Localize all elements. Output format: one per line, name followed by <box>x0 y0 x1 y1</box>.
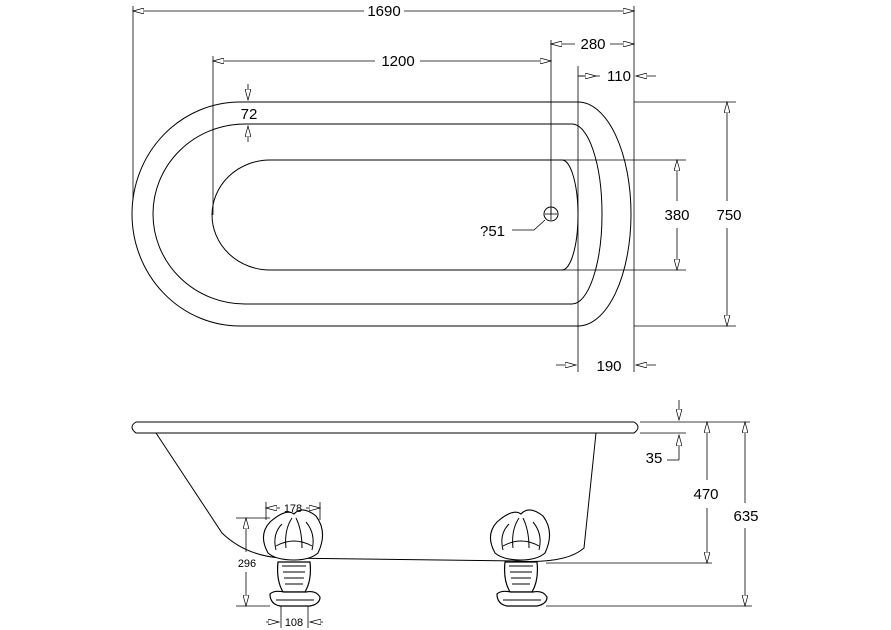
svg-text:1690: 1690 <box>367 3 400 20</box>
waste-diameter-label: ?51 <box>480 223 505 240</box>
svg-text:190: 190 <box>596 358 621 375</box>
dimension-overall-height: 635 <box>733 422 759 606</box>
dimension-foot-height: 296 <box>238 518 256 606</box>
svg-text:470: 470 <box>693 486 718 503</box>
dimension-rim-width: 72 <box>241 84 258 142</box>
side-body <box>155 432 597 562</box>
waste-symbol <box>512 40 559 231</box>
svg-text:296: 296 <box>238 558 256 570</box>
side-view: 35 470 635 178 296 108 <box>131 400 759 629</box>
svg-text:72: 72 <box>241 106 258 123</box>
svg-text:380: 380 <box>664 207 689 224</box>
svg-text:750: 750 <box>716 207 741 224</box>
dimension-rim-end: 110 <box>578 68 656 85</box>
bath-bottom-outline <box>211 159 579 271</box>
svg-text:35: 35 <box>646 450 663 467</box>
inner-rim-outline <box>152 123 603 305</box>
dimension-foot-base: 108 <box>266 617 323 629</box>
svg-text:110: 110 <box>607 68 631 85</box>
dimension-end-offset: 190 <box>556 358 656 375</box>
dimension-inner-length: 1200 <box>213 53 551 70</box>
dimension-overall-length: 1690 <box>133 3 634 20</box>
svg-text:280: 280 <box>580 36 605 53</box>
dimension-waste-offset: 280 <box>551 36 634 53</box>
svg-text:178: 178 <box>284 503 302 515</box>
claw-foot-right <box>489 509 551 607</box>
dimension-foot-width: 178 <box>266 503 320 515</box>
claw-foot-left <box>262 509 324 607</box>
svg-text:1200: 1200 <box>381 53 414 70</box>
top-view: ?51 1690 1200 280 <box>131 3 742 375</box>
dimension-inner-width: 380 <box>664 160 690 270</box>
svg-text:635: 635 <box>733 508 758 525</box>
side-rim <box>131 421 639 434</box>
dimension-internal-depth: 470 <box>693 422 719 563</box>
svg-text:108: 108 <box>285 617 303 629</box>
dimension-rim-thickness: 35 <box>646 400 679 467</box>
dimension-overall-width: 750 <box>716 102 742 326</box>
